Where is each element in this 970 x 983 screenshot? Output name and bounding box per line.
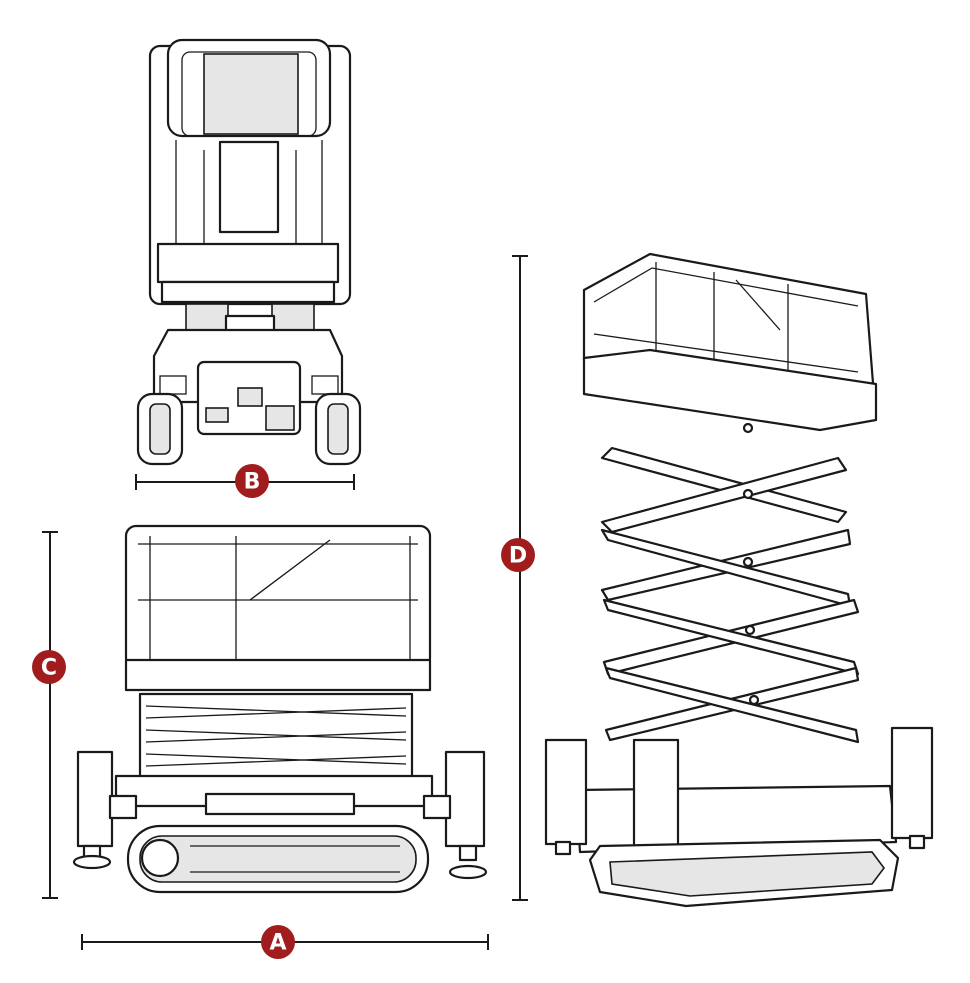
front-view-illustration (136, 38, 362, 466)
extended-view-illustration (544, 252, 934, 908)
badge-c-label: C (41, 656, 57, 681)
badge-b: B (235, 464, 269, 498)
dimension-line-d (512, 255, 528, 901)
badge-d-label: D (509, 544, 527, 569)
dimension-line-c (42, 531, 58, 899)
badge-a: A (261, 925, 295, 959)
badge-a-label: A (269, 931, 286, 956)
badge-b-circle (235, 464, 269, 498)
badge-a-circle (261, 925, 295, 959)
badge-b-label: B (244, 470, 261, 495)
badge-d-circle (501, 538, 535, 572)
badge-d: D (501, 538, 535, 572)
badge-c-circle (32, 650, 66, 684)
side-view-illustration (72, 524, 488, 894)
badge-c: C (32, 650, 66, 684)
